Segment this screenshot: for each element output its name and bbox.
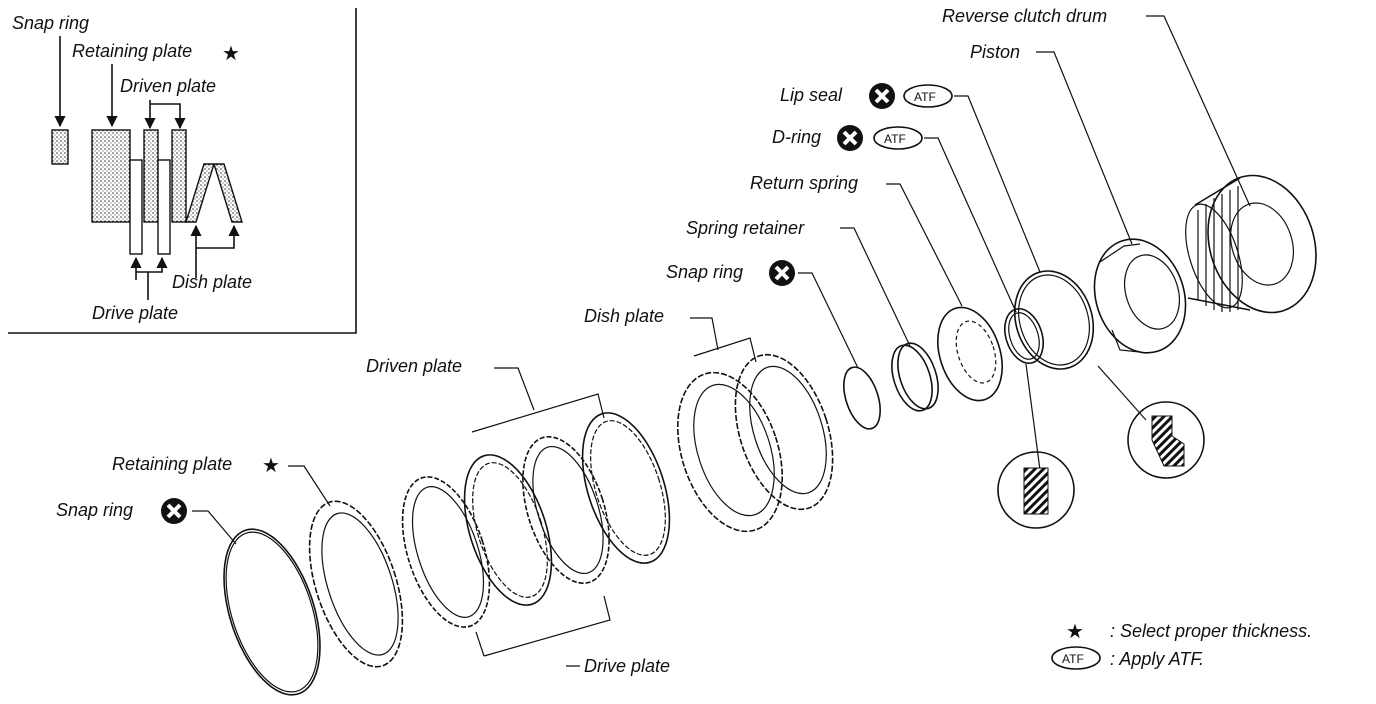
label-snap-ring-upper: Snap ring bbox=[666, 262, 743, 282]
label-retaining-plate: Retaining plate bbox=[112, 454, 232, 474]
inset-driven-plate-2 bbox=[171, 129, 187, 223]
reverse-clutch-drum bbox=[1185, 174, 1317, 314]
label-d-ring: D-ring bbox=[772, 127, 821, 147]
atf-badge-icon: ATF bbox=[903, 84, 953, 108]
star-icon: ★ bbox=[222, 43, 240, 65]
spring-retainer bbox=[891, 342, 939, 412]
lip-seal-section-detail bbox=[1097, 365, 1205, 479]
label-piston: Piston bbox=[970, 42, 1020, 62]
dish-plates bbox=[676, 353, 834, 533]
legend-star-text: : Select proper thickness. bbox=[1110, 621, 1312, 641]
inset-snap-ring bbox=[51, 129, 69, 165]
inset-label-driven-plate: Driven plate bbox=[120, 76, 216, 96]
inset-label-retaining-plate: Retaining plate bbox=[72, 41, 192, 61]
label-drive-plate: Drive plate bbox=[584, 656, 670, 676]
no-reuse-icon bbox=[837, 125, 863, 151]
atf-badge-icon: ATF bbox=[1051, 646, 1101, 670]
svg-text:ATF: ATF bbox=[1062, 652, 1084, 666]
no-reuse-icon bbox=[161, 498, 187, 524]
inset-drive-plate-2 bbox=[157, 159, 171, 255]
atf-badge-icon: ATF bbox=[873, 126, 923, 150]
inset-driven-plate-1 bbox=[143, 129, 159, 223]
inset-retaining-plate bbox=[91, 129, 131, 223]
label-lip-seal: Lip seal bbox=[780, 85, 843, 105]
no-reuse-icon bbox=[769, 260, 795, 286]
label-reverse-clutch-drum: Reverse clutch drum bbox=[942, 6, 1107, 26]
piston bbox=[1093, 238, 1187, 354]
snap-ring-upper bbox=[843, 366, 881, 430]
svg-text:ATF: ATF bbox=[914, 90, 936, 104]
inset-label-drive-plate: Drive plate bbox=[92, 303, 178, 323]
label-dish-plate: Dish plate bbox=[584, 306, 664, 326]
lip-seal bbox=[1013, 270, 1095, 370]
legend: ★ : Select proper thickness. ATF : Apply… bbox=[1051, 621, 1312, 670]
star-icon: ★ bbox=[262, 455, 280, 477]
inset-dish-plate bbox=[185, 163, 243, 223]
no-reuse-icon bbox=[869, 83, 895, 109]
label-spring-retainer: Spring retainer bbox=[686, 218, 805, 238]
inset-label-dish-plate: Dish plate bbox=[172, 272, 252, 292]
inset-drive-plate-1 bbox=[129, 159, 143, 255]
svg-text:ATF: ATF bbox=[884, 132, 906, 146]
inset-cross-section: Snap ring Retaining plate ★ Driven plate… bbox=[8, 8, 357, 334]
label-return-spring: Return spring bbox=[750, 173, 858, 193]
star-icon: ★ bbox=[1066, 621, 1084, 643]
snap-ring-lower bbox=[223, 528, 321, 696]
retaining-plate bbox=[308, 500, 404, 668]
inset-label-snap-ring: Snap ring bbox=[12, 13, 89, 33]
label-driven-plate: Driven plate bbox=[366, 356, 462, 376]
legend-atf-text: : Apply ATF. bbox=[1110, 649, 1204, 669]
return-spring bbox=[937, 306, 1003, 402]
clutch-plate-pack bbox=[401, 412, 671, 628]
d-ring-section-detail bbox=[997, 363, 1075, 529]
label-snap-ring-lower: Snap ring bbox=[56, 500, 133, 520]
